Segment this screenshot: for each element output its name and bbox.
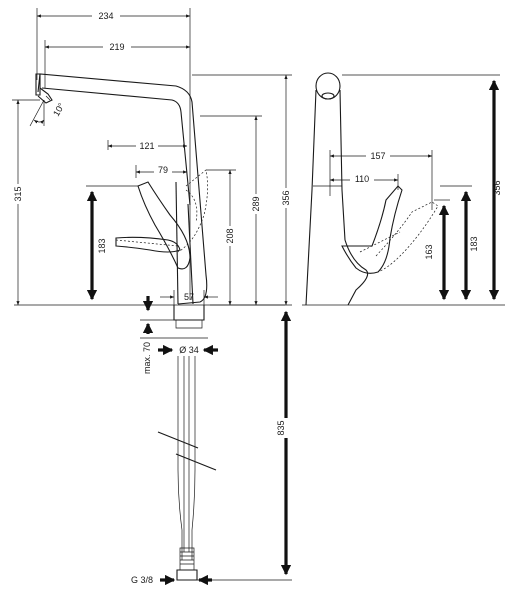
- dim-315-label: 315: [13, 186, 23, 201]
- dim-57-label: 57: [184, 292, 194, 302]
- side-view-dimensions: 157 110 163 183 356: [329, 74, 502, 301]
- dim-diameter-34-label: Ø 34: [179, 345, 199, 355]
- dim-289-label: 289: [251, 196, 261, 211]
- dim-219-label: 219: [109, 42, 124, 52]
- dim-side-157-label: 157: [370, 151, 385, 161]
- side-view-faucet: [302, 72, 505, 306]
- dim-356-front-label: 356: [281, 190, 291, 205]
- dim-234-label: 234: [98, 11, 113, 21]
- dim-183-front-label: 183: [97, 238, 107, 253]
- dim-side-163-label: 163: [424, 244, 434, 259]
- dim-208-label: 208: [225, 228, 235, 243]
- dim-g38-label: G 3/8: [131, 575, 153, 585]
- dim-angle-10-label: 10°: [51, 101, 67, 118]
- dim-side-356-label: 356: [492, 180, 502, 195]
- dim-121-label: 121: [139, 141, 154, 151]
- dim-79-label: 79: [158, 165, 168, 175]
- dim-side-183-label: 183: [469, 236, 479, 251]
- dim-max70-label: max. 70: [142, 342, 152, 374]
- dim-side-110-label: 110: [355, 174, 369, 184]
- front-view-faucet: [14, 73, 285, 581]
- dim-835-label: 835: [276, 420, 286, 435]
- front-view-dimensions: 234 219 121 79 57 10° 315: [10, 8, 294, 586]
